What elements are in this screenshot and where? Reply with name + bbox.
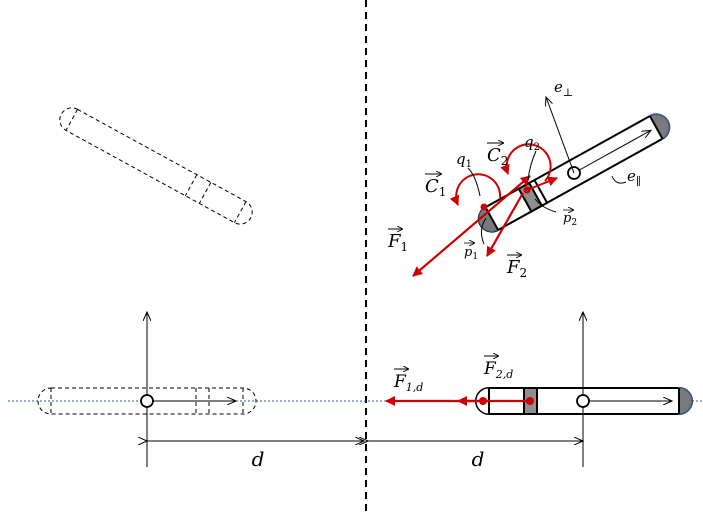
F2-arrow-forward xyxy=(526,176,558,191)
F1d-label: F1,d xyxy=(393,369,423,394)
p1-label: p1 xyxy=(464,243,478,262)
right-center-circle xyxy=(576,394,590,408)
svg-text:p2: p2 xyxy=(563,211,577,228)
svg-text:F2: F2 xyxy=(506,257,527,280)
distance-left: d xyxy=(147,441,364,471)
e-perp-label: e⊥ xyxy=(554,78,573,99)
distance-left-label: d xyxy=(252,447,265,471)
svg-text:F1: F1 xyxy=(387,231,408,254)
svg-text:p1: p1 xyxy=(464,245,478,262)
F1-arrow xyxy=(412,175,531,277)
svg-text:C2: C2 xyxy=(487,145,508,168)
svg-text:F2,d: F2,d xyxy=(483,359,513,381)
svg-text:F1,d: F1,d xyxy=(393,372,423,394)
C1-label: C1 xyxy=(425,174,446,199)
e-perp-arrow xyxy=(546,97,575,174)
C1-arc xyxy=(449,173,502,206)
F1-label: F1 xyxy=(387,229,408,254)
q1-label: q1 xyxy=(456,150,472,170)
q1-leader xyxy=(467,167,481,197)
svg-text:C1: C1 xyxy=(425,176,446,199)
q2-leader xyxy=(527,150,537,181)
F2d-label: F2,d xyxy=(483,356,513,381)
C2-label: C2 xyxy=(487,143,508,168)
p2-label: p2 xyxy=(563,210,577,228)
F2-arrow xyxy=(486,192,524,257)
F2d-point xyxy=(526,397,534,405)
left-center-circle xyxy=(140,394,154,408)
F2-label: F2 xyxy=(506,255,527,280)
e-par-label: e∥ xyxy=(627,167,641,188)
left-tilted-rod xyxy=(59,107,253,225)
p2-leader xyxy=(534,198,557,213)
F1d-point xyxy=(479,397,487,405)
e-par-leader xyxy=(611,175,627,184)
q2-label: q2 xyxy=(524,133,540,153)
distance-right-label: d xyxy=(472,447,485,471)
C2-arc xyxy=(500,143,552,182)
distance-right: d xyxy=(368,441,583,471)
p1-leader xyxy=(480,217,487,245)
p1-point xyxy=(480,203,488,211)
left-horizontal-rod xyxy=(37,387,257,415)
